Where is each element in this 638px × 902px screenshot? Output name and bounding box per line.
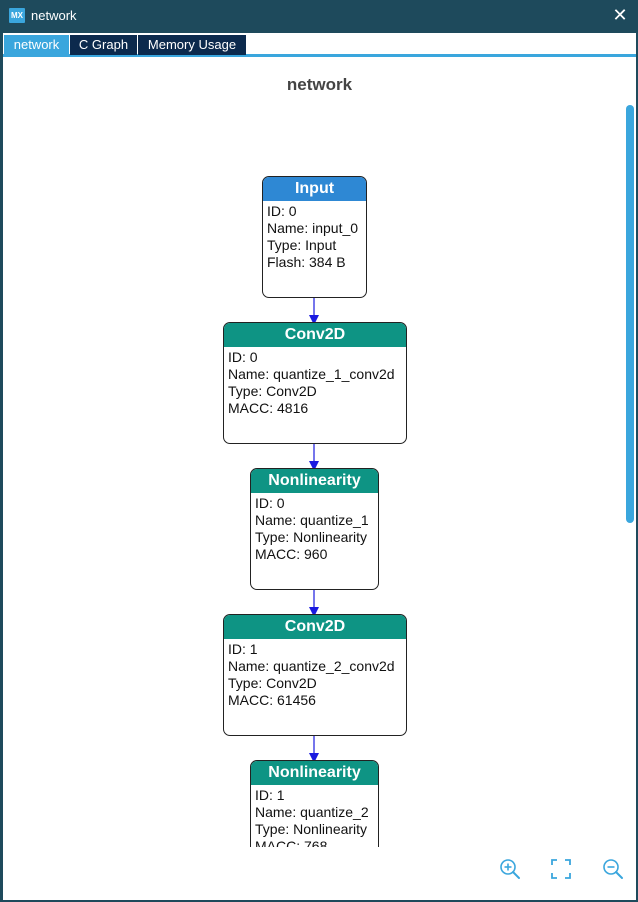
node-details: ID: 0 Name: quantize_1_conv2d Type: Conv… bbox=[224, 347, 406, 417]
node-metric: MACC: 960 bbox=[255, 546, 328, 562]
scrollbar-thumb[interactable] bbox=[626, 105, 634, 523]
tab-c-graph[interactable]: C Graph bbox=[70, 35, 137, 55]
node-name: Name: input_0 bbox=[267, 220, 359, 236]
node-metric: MACC: 4816 bbox=[228, 400, 309, 416]
node-nonlinearity-2[interactable]: Nonlinearity ID: 1 Name: quantize_2 Type… bbox=[250, 760, 379, 847]
node-conv2d-1[interactable]: Conv2D ID: 0 Name: quantize_1_conv2d Typ… bbox=[223, 322, 407, 444]
node-header: Conv2D bbox=[224, 615, 406, 639]
zoom-in-button[interactable] bbox=[498, 857, 522, 881]
node-id: ID: 1 bbox=[255, 787, 285, 803]
node-details: ID: 0 Name: input_0 Type: Input Flash: 3… bbox=[263, 201, 366, 271]
zoom-in-icon bbox=[500, 859, 520, 879]
node-details: ID: 1 Name: quantize_2_conv2d Type: Conv… bbox=[224, 639, 406, 709]
tab-memory-usage[interactable]: Memory Usage bbox=[138, 35, 246, 55]
node-details: ID: 1 Name: quantize_2 Type: Nonlinearit… bbox=[251, 785, 378, 847]
node-name: Name: quantize_2_conv2d bbox=[228, 658, 395, 674]
graph-panel: network Input ID: 0 Name: input_0 Ty bbox=[3, 57, 636, 900]
fit-screen-button[interactable] bbox=[549, 857, 573, 881]
node-type: Type: Nonlinearity bbox=[255, 529, 368, 545]
node-nonlinearity-1[interactable]: Nonlinearity ID: 0 Name: quantize_1 Type… bbox=[250, 468, 379, 590]
node-header: Input bbox=[263, 177, 366, 201]
graph-edges bbox=[309, 297, 319, 763]
node-name: Name: quantize_2 bbox=[255, 804, 369, 820]
tab-bar: network C Graph Memory Usage bbox=[3, 33, 636, 57]
tab-network[interactable]: network bbox=[4, 35, 69, 55]
zoom-toolbar bbox=[3, 847, 636, 900]
node-type: Type: Nonlinearity bbox=[255, 821, 368, 837]
node-details: ID: 0 Name: quantize_1 Type: Nonlinearit… bbox=[251, 493, 378, 563]
fit-screen-icon bbox=[551, 859, 571, 879]
graph-canvas[interactable]: Input ID: 0 Name: input_0 Type: Input Fl… bbox=[3, 57, 623, 847]
node-id: ID: 1 bbox=[228, 641, 258, 657]
node-metric: Flash: 384 B bbox=[267, 254, 346, 270]
node-metric: MACC: 768 bbox=[255, 838, 328, 847]
node-header: Conv2D bbox=[224, 323, 406, 347]
node-type: Type: Conv2D bbox=[228, 675, 317, 691]
node-metric: MACC: 61456 bbox=[228, 692, 316, 708]
title-bar: MX network ✕ bbox=[0, 0, 638, 31]
zoom-out-button[interactable] bbox=[601, 857, 625, 881]
node-id: ID: 0 bbox=[255, 495, 285, 511]
graph-title: network bbox=[286, 75, 353, 94]
node-name: Name: quantize_1_conv2d bbox=[228, 366, 395, 382]
app-logo-icon: MX bbox=[9, 8, 25, 23]
node-input[interactable]: Input ID: 0 Name: input_0 Type: Input Fl… bbox=[262, 176, 367, 298]
node-header: Nonlinearity bbox=[251, 469, 378, 493]
node-type: Type: Conv2D bbox=[228, 383, 317, 399]
node-id: ID: 0 bbox=[267, 203, 297, 219]
node-name: Name: quantize_1 bbox=[255, 512, 369, 528]
node-conv2d-2[interactable]: Conv2D ID: 1 Name: quantize_2_conv2d Typ… bbox=[223, 614, 407, 736]
node-id: ID: 0 bbox=[228, 349, 258, 365]
close-button[interactable]: ✕ bbox=[612, 5, 628, 25]
node-type: Type: Input bbox=[267, 237, 337, 253]
node-header: Nonlinearity bbox=[251, 761, 378, 785]
zoom-out-icon bbox=[603, 859, 623, 879]
window-title: network bbox=[31, 8, 77, 23]
vertical-scrollbar[interactable] bbox=[626, 105, 634, 897]
